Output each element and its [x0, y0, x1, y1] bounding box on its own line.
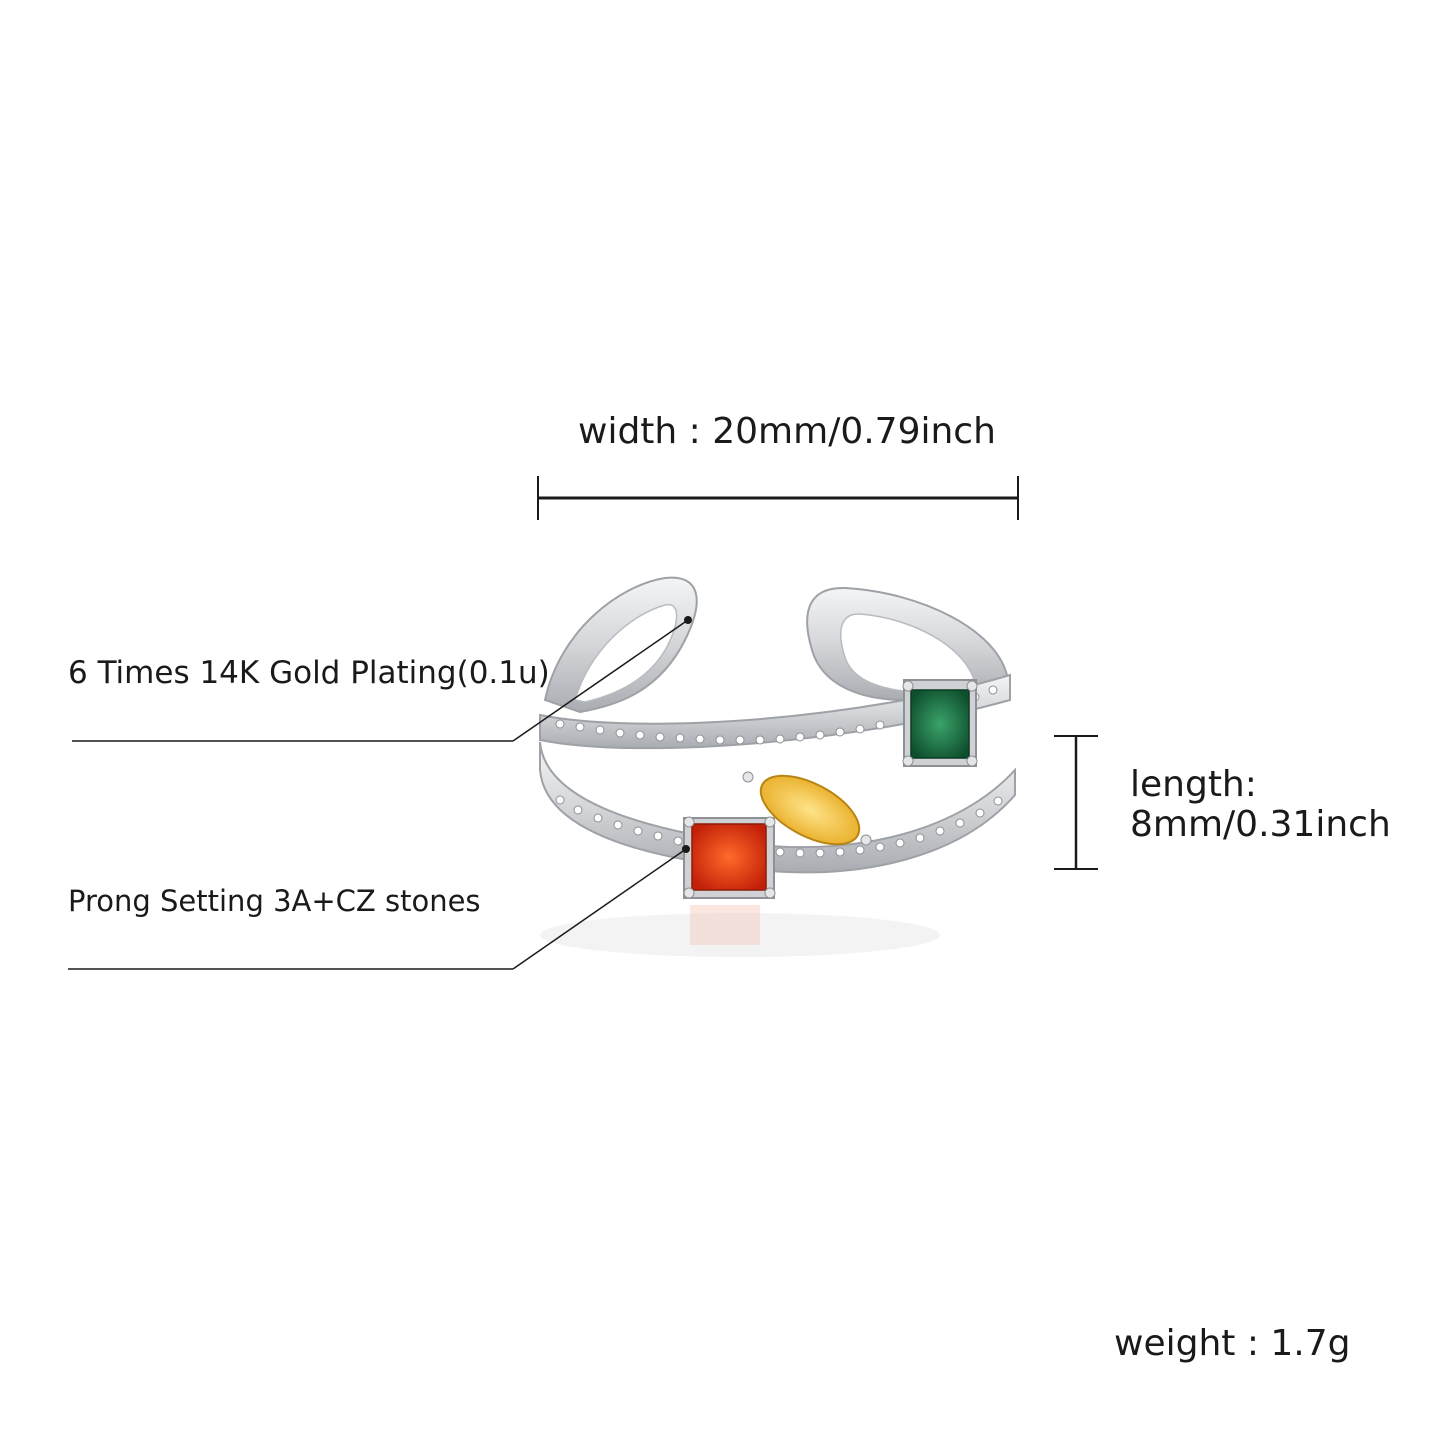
ring-product-image	[539, 576, 1016, 957]
plating-annotation: 6 Times 14K Gold Plating(0.1u)	[68, 655, 550, 691]
length-annotation: length: 8mm/0.31inch	[1130, 765, 1391, 845]
red-stone	[683, 816, 776, 899]
prong-setting-annotation: Prong Setting 3A+CZ stones	[68, 884, 481, 918]
prong-leader-line	[68, 845, 690, 970]
length-annotation-value: 8mm/0.31inch	[1130, 804, 1391, 845]
width-dimension-icon	[537, 476, 1019, 520]
length-dimension-icon	[1054, 735, 1098, 870]
yellow-stone	[742, 771, 872, 846]
plating-leader-line	[72, 616, 692, 742]
length-annotation-title: length:	[1130, 764, 1257, 805]
weight-annotation: weight : 1.7g	[1114, 1323, 1351, 1364]
width-annotation: width : 20mm/0.79inch	[578, 411, 996, 452]
green-stone	[902, 679, 978, 767]
